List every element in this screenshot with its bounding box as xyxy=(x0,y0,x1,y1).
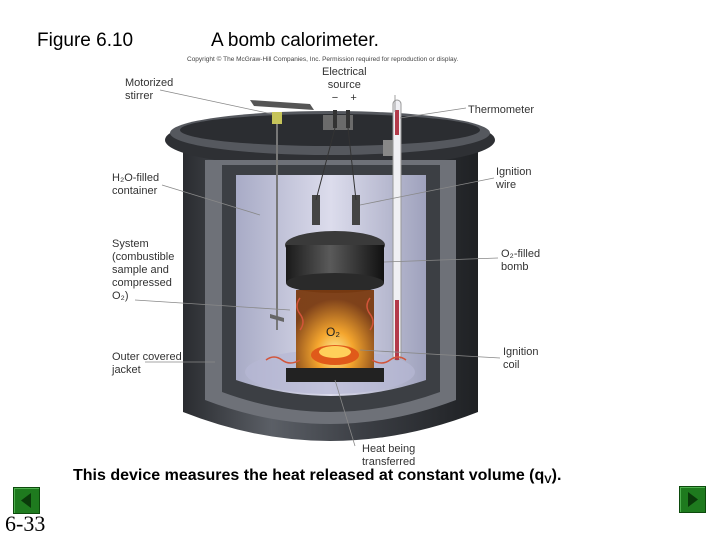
plus-sign: + xyxy=(350,92,357,104)
leader-lines xyxy=(134,89,501,447)
label-thermometer: Thermometer xyxy=(468,104,535,116)
figure-title: A bomb calorimeter. xyxy=(211,30,379,51)
thermometer xyxy=(392,99,402,361)
motorized-stirrer xyxy=(250,100,314,330)
left-arrow-icon xyxy=(21,493,31,508)
figure-number: Figure 6.10 xyxy=(37,30,134,51)
previous-slide-button[interactable] xyxy=(13,487,40,514)
electrical-terminals xyxy=(315,110,357,201)
caption: This device measures the heat released a… xyxy=(73,467,562,486)
minus-sign: − xyxy=(331,92,339,104)
slide-number: 6-33 xyxy=(5,511,46,536)
copyright-notice: Copyright © The McGraw-Hill Companies, I… xyxy=(187,56,459,63)
next-slide-button[interactable] xyxy=(679,486,706,513)
label-o2-inside: O₂ xyxy=(326,325,340,339)
oxygen-bomb xyxy=(265,195,407,382)
right-arrow-icon xyxy=(688,492,698,507)
